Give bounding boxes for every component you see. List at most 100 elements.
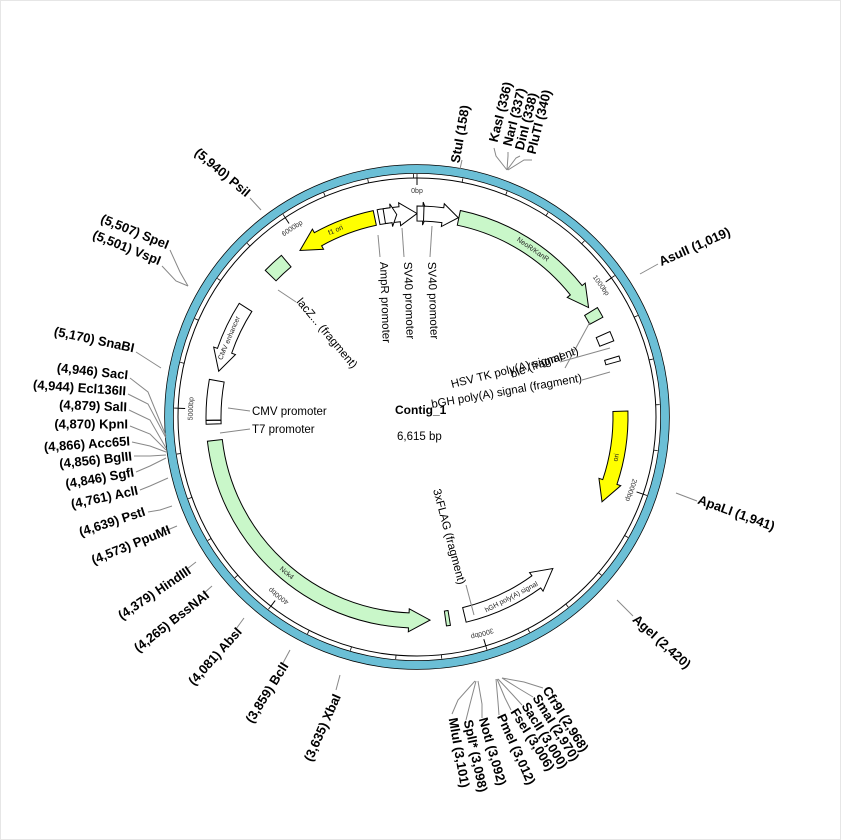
feature-arrow-cmvenh[interactable] bbox=[213, 302, 253, 373]
major-tick bbox=[483, 639, 487, 647]
minor-tick bbox=[207, 538, 212, 541]
site-leader-line bbox=[282, 649, 291, 664]
minor-tick bbox=[246, 242, 251, 247]
site-leader-line bbox=[134, 454, 167, 457]
minor-tick bbox=[545, 212, 549, 216]
site-leader-line bbox=[496, 678, 512, 711]
site-leader-line bbox=[507, 159, 532, 171]
site-leader-line bbox=[135, 457, 167, 473]
site-leader-line bbox=[169, 249, 189, 287]
minor-tick bbox=[461, 178, 464, 183]
feature-box-lacz[interactable] bbox=[264, 254, 292, 282]
minor-tick bbox=[565, 603, 569, 608]
minor-tick bbox=[633, 315, 638, 318]
site-leader-line bbox=[128, 409, 167, 449]
site-leader-line bbox=[501, 677, 544, 689]
site-leader-line bbox=[135, 351, 162, 369]
restriction-site-label[interactable]: (4,866) Acc65I bbox=[43, 433, 130, 454]
minor-tick bbox=[268, 605, 272, 610]
minor-tick bbox=[527, 628, 531, 633]
major-tick bbox=[605, 277, 612, 283]
feature-arrow-f1ori[interactable] bbox=[299, 209, 377, 252]
site-leader-line bbox=[129, 377, 167, 437]
restriction-site-label[interactable]: (4,870) KpnI bbox=[54, 416, 128, 431]
site-leader-line bbox=[501, 677, 534, 698]
site-leader-line bbox=[495, 678, 500, 716]
minor-tick bbox=[624, 535, 629, 538]
major-tick bbox=[270, 600, 276, 607]
plasmid-length: 6,615 bp bbox=[397, 431, 442, 443]
feature-label: SV40 promoter bbox=[401, 262, 416, 340]
site-leader-line bbox=[506, 152, 509, 171]
site-leader-line bbox=[335, 674, 341, 691]
feature-leader-line bbox=[227, 407, 251, 412]
feature-arrow-nck4[interactable] bbox=[206, 438, 432, 633]
site-leader-line bbox=[639, 263, 659, 275]
minor-tick bbox=[349, 646, 352, 651]
feature-arrow-sv40p[interactable] bbox=[422, 202, 460, 228]
feature-leader-line bbox=[564, 321, 591, 369]
site-leader-line bbox=[127, 393, 167, 439]
feature-arrow-ampr[interactable] bbox=[382, 203, 398, 227]
site-leader-line bbox=[675, 492, 698, 502]
feature-box-hsvtk[interactable] bbox=[595, 330, 615, 347]
minor-tick bbox=[581, 240, 585, 245]
minor-tick bbox=[194, 318, 199, 321]
site-leader-line bbox=[451, 680, 476, 715]
site-leader-line bbox=[465, 680, 477, 721]
feature-leader-line bbox=[465, 584, 475, 616]
minor-tick bbox=[598, 572, 602, 576]
minor-tick bbox=[176, 453, 181, 455]
feature-label: T7 promoter bbox=[252, 424, 315, 436]
minor-tick bbox=[611, 275, 615, 279]
feature-label: CMV promoter bbox=[252, 406, 327, 418]
site-leader-line bbox=[249, 197, 262, 211]
site-leader-line bbox=[139, 477, 169, 491]
major-tick bbox=[284, 217, 290, 224]
feature-leader-line bbox=[277, 289, 297, 303]
feature-leader-line bbox=[219, 428, 251, 434]
site-leader-line bbox=[202, 585, 213, 595]
feature-box-flag[interactable] bbox=[443, 609, 452, 627]
site-leader-line bbox=[497, 678, 523, 706]
tick-label: 0bp bbox=[411, 188, 423, 195]
feature-leader-line bbox=[559, 347, 611, 363]
site-leader-line bbox=[235, 617, 245, 630]
site-leader-line bbox=[164, 525, 178, 532]
minor-tick bbox=[367, 178, 369, 184]
feature-leader-line bbox=[401, 227, 405, 258]
feature-box-bgh[interactable] bbox=[604, 355, 621, 366]
site-leader-line bbox=[459, 159, 463, 170]
plasmid-name: Contig_1 bbox=[395, 403, 447, 417]
minor-tick bbox=[307, 630, 310, 635]
minor-tick bbox=[234, 574, 239, 579]
site-leader-line bbox=[147, 505, 173, 513]
site-leader-line bbox=[493, 147, 508, 171]
site-leader-line bbox=[477, 680, 483, 718]
feature-arrow-hgh[interactable] bbox=[462, 567, 554, 623]
feature-arrow-neor[interactable] bbox=[456, 209, 590, 309]
feature-label: SV40 promoter bbox=[425, 262, 440, 340]
site-leader-line bbox=[161, 265, 189, 287]
restriction-site-label[interactable]: (4,879) SalI bbox=[59, 397, 127, 414]
feature-box-t7[interactable] bbox=[205, 419, 222, 425]
feature-leader-line bbox=[377, 234, 381, 258]
feature-arrow-label: ori bbox=[613, 453, 621, 462]
feature-box-cmvprom[interactable] bbox=[205, 378, 225, 421]
restriction-site-label[interactable]: (4,946) SacI bbox=[56, 360, 129, 382]
minor-tick bbox=[643, 493, 648, 496]
backbone-ring bbox=[165, 165, 669, 669]
feature-box-ble[interactable] bbox=[583, 306, 604, 325]
center-info: Contig_1 6,615 bp bbox=[395, 403, 447, 443]
site-leader-line bbox=[129, 425, 167, 451]
restriction-site-label[interactable]: (4,944) Ecl136II bbox=[33, 377, 127, 398]
minor-tick bbox=[648, 358, 654, 361]
minor-tick bbox=[217, 278, 221, 282]
minor-tick bbox=[188, 497, 193, 500]
site-leader-line bbox=[131, 441, 167, 453]
feature-label: AmpR promoter bbox=[377, 262, 392, 344]
minor-tick bbox=[323, 192, 326, 197]
feature-arrow-ori[interactable] bbox=[598, 410, 629, 503]
